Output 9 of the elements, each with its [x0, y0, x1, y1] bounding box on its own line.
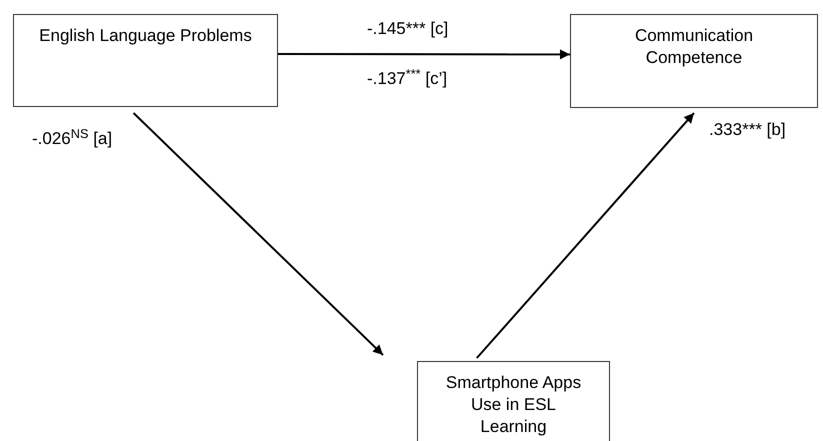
arrow [132, 112, 384, 356]
variable-name: English Language Problems [38, 25, 253, 47]
arrow [278, 49, 570, 60]
variable-box [417, 361, 610, 441]
arrow [476, 112, 695, 359]
variable-box [570, 14, 818, 108]
variable-name: Communication Competence [634, 25, 754, 70]
variable-name: Smartphone Apps Use in ESL Learning [444, 372, 582, 438]
variable-box [13, 14, 278, 107]
